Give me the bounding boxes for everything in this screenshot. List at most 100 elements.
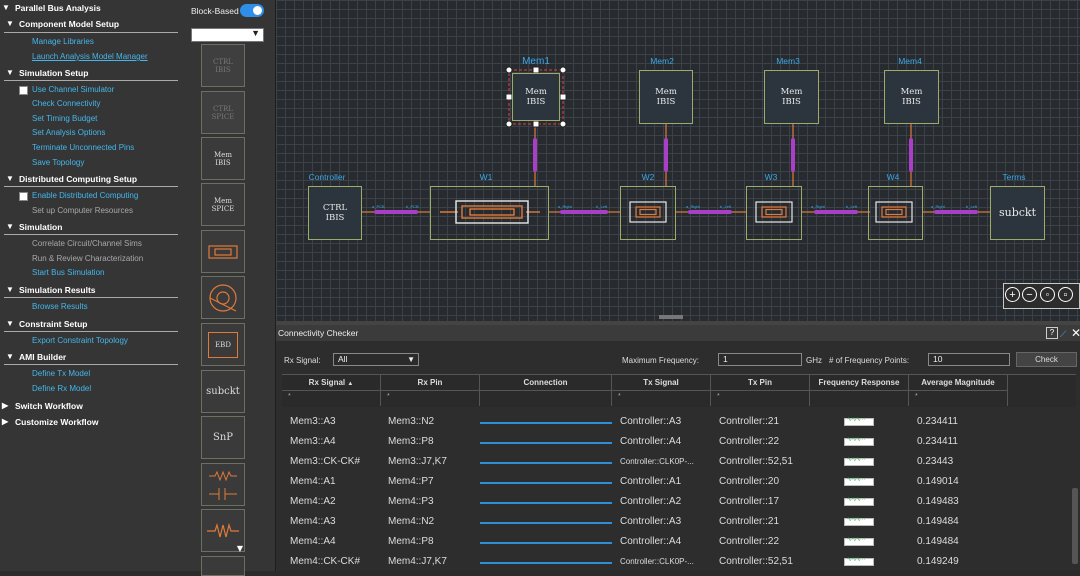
w1-block[interactable] <box>430 186 549 240</box>
start-bus-simulation-link[interactable]: Start Bus Simulation <box>32 268 105 277</box>
palette-subckt[interactable]: subckt <box>201 370 245 413</box>
manage-libraries-link[interactable]: Manage Libraries <box>32 37 94 46</box>
table-row[interactable]: Mem4::A3 Mem4::N2 Controller::A3 Control… <box>282 512 1076 532</box>
workflow-title[interactable]: ▼Parallel Bus Analysis <box>2 2 101 13</box>
table-row[interactable]: Mem3::CK-CK# Mem3::J7,K7 Controller::CLK… <box>282 452 1076 472</box>
filter-rx-pin[interactable]: * <box>381 390 480 406</box>
launch-ami-manager-link[interactable]: Launch Analysis Model Manager <box>32 52 148 61</box>
column-connection[interactable]: Connection <box>480 375 612 390</box>
frequency-points-input[interactable]: 10 <box>928 353 1010 366</box>
section-ami-builder[interactable]: ▼AMI Builder <box>6 351 67 362</box>
close-icon[interactable]: ✕ <box>1071 326 1080 340</box>
frequency-response-thumbnail[interactable] <box>844 476 874 486</box>
column-rx-pin[interactable]: Rx Pin <box>381 375 480 390</box>
define-tx-model-link[interactable]: Define Tx Model <box>32 369 91 378</box>
scroll-down-icon[interactable]: ▼ <box>236 544 243 553</box>
set-analysis-options-link[interactable]: Set Analysis Options <box>32 128 106 137</box>
column-rx-signal[interactable]: Rx Signal ▲ <box>282 375 381 390</box>
rx-signal-select[interactable]: All▼ <box>333 353 419 366</box>
table-row[interactable]: Mem4::A2 Mem4::P3 Controller::A2 Control… <box>282 492 1076 512</box>
enable-distributed-link[interactable]: Enable Distributed Computing <box>32 191 139 200</box>
terms-block[interactable]: subckt <box>990 186 1045 240</box>
browse-results-link[interactable]: Browse Results <box>32 302 88 311</box>
rx-pin-cell: Mem3::P8 <box>388 436 434 447</box>
terminate-unconnected-pins-link[interactable]: Terminate Unconnected Pins <box>32 143 135 152</box>
section-simulation-results[interactable]: ▼Simulation Results <box>6 284 96 295</box>
table-scrollbar[interactable] <box>1072 488 1078 564</box>
w2-block[interactable] <box>620 186 676 240</box>
help-icon[interactable]: ? <box>1046 327 1058 339</box>
frequency-response-thumbnail[interactable] <box>844 536 874 546</box>
frequency-response-thumbnail[interactable] <box>844 456 874 466</box>
palette-filter-dropdown[interactable]: ▼ <box>191 28 264 42</box>
panel-splitter[interactable] <box>276 321 1080 325</box>
palette-snp[interactable]: SnP <box>201 416 245 459</box>
define-rx-model-link[interactable]: Define Rx Model <box>32 384 92 393</box>
use-channel-simulator-link[interactable]: Use Channel Simulator <box>32 85 115 94</box>
filter-connection[interactable] <box>480 390 612 406</box>
table-row[interactable]: Mem4::A4 Mem4::P8 Controller::A4 Control… <box>282 532 1076 552</box>
column-tx-signal[interactable]: Tx Signal <box>612 375 711 390</box>
max-frequency-input[interactable]: 1 <box>718 353 802 366</box>
pin-icon[interactable]: ⟋ <box>1060 329 1067 339</box>
palette-ebd[interactable]: EBD <box>201 323 245 366</box>
zoom-out-icon[interactable]: − <box>1022 287 1037 302</box>
section-simulation-setup[interactable]: ▼Simulation Setup <box>6 67 89 78</box>
filter-tx-pin[interactable]: * <box>711 390 810 406</box>
table-row[interactable]: Mem3::A4 Mem3::P8 Controller::A4 Control… <box>282 432 1076 452</box>
palette-transmission-line[interactable] <box>201 230 245 273</box>
zoom-area-icon[interactable]: ▫ <box>1058 287 1073 302</box>
palette-rlc[interactable] <box>201 463 245 506</box>
palette-coax[interactable] <box>201 276 245 319</box>
use-channel-simulator-checkbox[interactable] <box>19 86 28 95</box>
filter-rx-signal[interactable]: * <box>282 390 381 406</box>
table-row[interactable]: Mem4::A1 Mem4::P7 Controller::A1 Control… <box>282 472 1076 492</box>
frequency-response-thumbnail[interactable] <box>844 496 874 506</box>
column-average-magnitude[interactable]: Average Magnitude <box>909 375 1008 390</box>
section-simulation[interactable]: ▼Simulation <box>6 221 63 232</box>
check-connectivity-link[interactable]: Check Connectivity <box>32 99 101 108</box>
palette-next-item[interactable] <box>201 556 245 576</box>
canvas-scroll-grip[interactable] <box>659 315 683 319</box>
w3-block[interactable] <box>746 186 802 240</box>
switch-workflow[interactable]: ▶Switch Workflow <box>2 400 83 411</box>
column-frequency-response[interactable]: Frequency Response <box>810 375 909 390</box>
section-component-model[interactable]: ▼Component Model Setup <box>6 18 120 29</box>
check-button[interactable]: Check <box>1016 352 1077 367</box>
section-distributed-computing[interactable]: ▼Distributed Computing Setup <box>6 173 138 184</box>
frequency-response-thumbnail[interactable] <box>844 436 874 446</box>
section-constraint-setup[interactable]: ▼Constraint Setup <box>6 318 88 329</box>
column-tx-pin[interactable]: Tx Pin <box>711 375 810 390</box>
set-timing-budget-link[interactable]: Set Timing Budget <box>32 114 98 123</box>
filter-average-magnitude[interactable]: * <box>909 390 1008 406</box>
zoom-in-icon[interactable]: + <box>1005 287 1020 302</box>
frequency-response-thumbnail[interactable] <box>844 416 874 426</box>
frequency-response-thumbnail[interactable] <box>844 556 874 566</box>
filter-frequency-response[interactable] <box>810 390 909 406</box>
block-based-toggle[interactable] <box>240 4 264 17</box>
setup-computer-resources-link[interactable]: Set up Computer Resources <box>32 206 133 215</box>
filter-tx-signal[interactable]: * <box>612 390 711 406</box>
run-review-characterization-link[interactable]: Run & Review Characterization <box>32 254 144 263</box>
frequency-response-thumbnail[interactable] <box>844 516 874 526</box>
table-row[interactable]: Mem3::A3 Mem3::N2 Controller::A3 Control… <box>282 412 1076 432</box>
export-constraint-topology-link[interactable]: Export Constraint Topology <box>32 336 128 345</box>
w4-block[interactable] <box>868 186 923 240</box>
correlate-sims-link[interactable]: Correlate Circuit/Channel Sims <box>32 239 142 248</box>
customize-workflow[interactable]: ▶Customize Workflow <box>2 416 99 427</box>
enable-distributed-checkbox[interactable] <box>19 192 28 201</box>
zoom-fit-icon[interactable]: ◦ <box>1040 287 1055 302</box>
table-row[interactable]: Mem4::CK-CK# Mem4::J7,K7 Controller::CLK… <box>282 552 1076 572</box>
save-topology-link[interactable]: Save Topology <box>32 158 85 167</box>
palette-resistor[interactable]: ▼ <box>201 509 245 553</box>
